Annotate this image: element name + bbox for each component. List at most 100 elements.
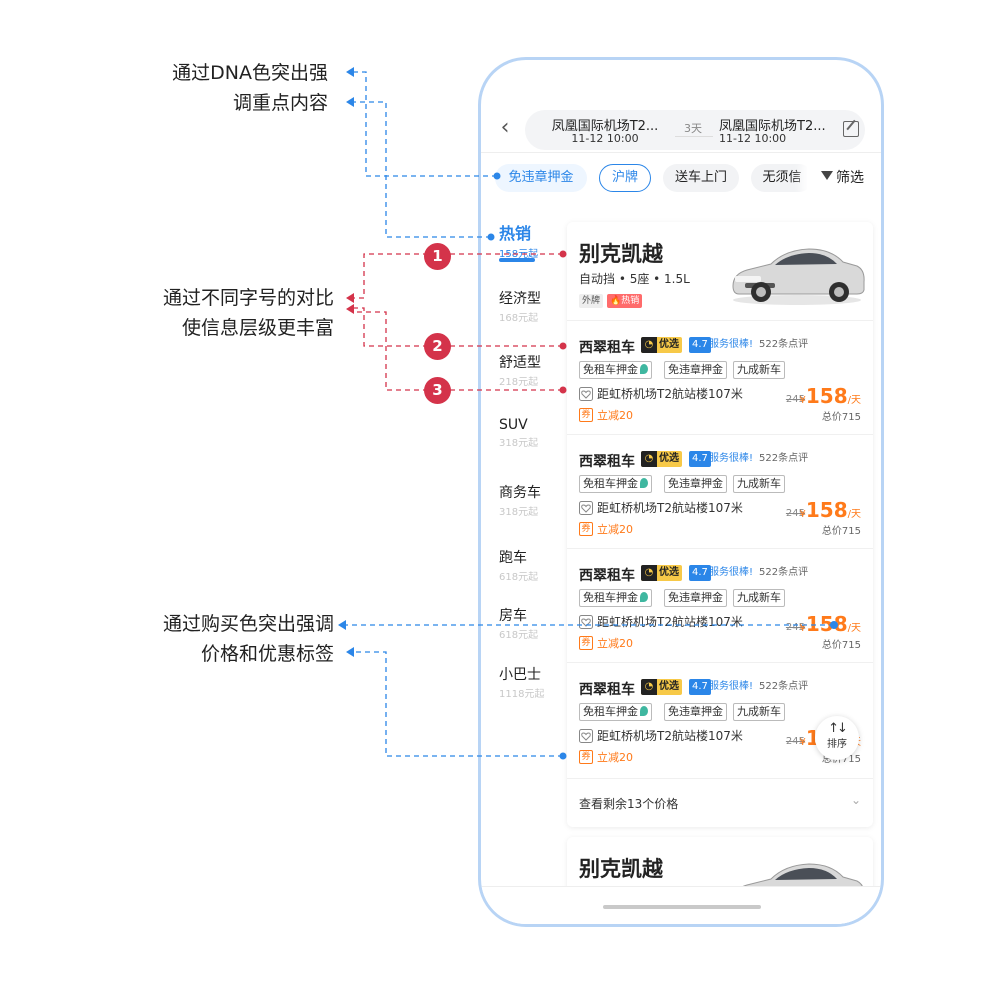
coupon-text: 立减20 xyxy=(597,637,633,650)
filter-chip-deposit[interactable]: 免违章押金 xyxy=(495,164,587,192)
category-comfort[interactable]: 舒适型 218元起 xyxy=(499,352,563,388)
feature-tag: 免租车押金 xyxy=(579,589,652,607)
preferred-badge-label: 优选 xyxy=(659,453,679,464)
car-name: 别克凯越 xyxy=(579,242,663,266)
location-text: 距虹桥机场T2航站楼107米 xyxy=(597,387,743,401)
hot-tag-label: 热销 xyxy=(621,296,640,306)
category-name: 小巴士 xyxy=(499,667,541,683)
category-price: 618元起 xyxy=(499,572,539,583)
filter-label: 筛选 xyxy=(836,170,864,186)
phone-frame: ‹ 凤凰国际机场T2... 11-12 10:00 3天 凤凰国际机场T2...… xyxy=(478,57,884,927)
funnel-icon xyxy=(821,171,833,183)
preferred-icon: ◔ xyxy=(641,451,657,467)
category-minibus[interactable]: 小巴士 1118元起 xyxy=(499,664,563,700)
rating-score: 4.7 xyxy=(689,565,711,581)
location-text: 距虹桥机场T2航站楼107米 xyxy=(597,501,743,515)
edit-icon[interactable] xyxy=(843,121,859,137)
category-price: 318元起 xyxy=(499,507,539,518)
more-prices-row[interactable]: 查看剩余13个价格 ⌄ xyxy=(567,778,873,824)
vendor-row[interactable]: 西翠租车 ◔优选 4.7 服务很棒! 522条点评 免租车押金 免违章押金 九成… xyxy=(567,548,873,662)
feature-tag: 免违章押金 xyxy=(664,589,727,607)
category-suv[interactable]: SUV 318元起 xyxy=(499,417,563,449)
review-count: 522条点评 xyxy=(759,453,809,464)
car-header[interactable]: 别克凯越 自动挡 • 5座 • 1.5L 外牌 🔥热销 xyxy=(567,222,873,320)
sort-label: 排序 xyxy=(827,739,847,750)
heart-icon xyxy=(579,615,593,629)
category-price: 618元起 xyxy=(499,630,539,641)
vendor-row[interactable]: 西翠租车 ◔优选 4.7 服务很棒! 522条点评 免租车押金 免违章押金 九成… xyxy=(567,434,873,548)
total-price: 总价715 xyxy=(821,640,861,651)
category-sports[interactable]: 跑车 618元起 xyxy=(499,547,563,583)
daily-price: ¥158/天 xyxy=(800,384,862,408)
annotation-badge-1: 1 xyxy=(424,243,451,270)
filter-chip-plate[interactable]: 沪牌 xyxy=(599,164,651,192)
coupon-icon: 券 xyxy=(579,522,593,536)
filter-chip-credit[interactable]: 无须信 xyxy=(751,164,813,192)
category-name: 经济型 xyxy=(499,291,541,307)
more-prices-label: 查看剩余13个价格 xyxy=(579,797,679,811)
flame-icon: 🔥 xyxy=(610,296,622,306)
route-bar: ‹ 凤凰国际机场T2... 11-12 10:00 3天 凤凰国际机场T2...… xyxy=(481,104,881,154)
price-currency: ¥ xyxy=(799,509,806,520)
leaf-icon xyxy=(640,364,648,374)
price-value: 158 xyxy=(805,498,848,522)
route-from: 凤凰国际机场T2... xyxy=(551,119,659,134)
category-active-indicator xyxy=(499,258,535,262)
annotation-font-line2: 使信息层级更丰富 xyxy=(181,317,334,339)
route-to-time: 11-12 10:00 xyxy=(719,132,787,145)
vendor-row[interactable]: 西翠租车 ◔优选 4.7 服务很棒! 522条点评 免租车押金 免违章押金 九成… xyxy=(567,320,873,434)
preferred-icon: ◔ xyxy=(641,337,657,353)
coupon-icon: 券 xyxy=(579,750,593,764)
category-name: 商务车 xyxy=(499,485,541,501)
leaf-icon xyxy=(640,478,648,488)
route-days: 3天 xyxy=(684,122,702,135)
feature-tag: 免租车押金 xyxy=(579,361,652,379)
review-count: 522条点评 xyxy=(759,681,809,692)
feature-tag-label: 免租车押金 xyxy=(583,705,638,718)
category-price: 318元起 xyxy=(499,438,539,449)
review-count: 522条点评 xyxy=(759,567,809,578)
sort-button[interactable]: ↑↓ 排序 xyxy=(815,716,859,760)
daily-price: ¥158/天 xyxy=(800,612,862,636)
coupon-icon: 券 xyxy=(579,636,593,650)
route-pill[interactable]: 凤凰国际机场T2... 11-12 10:00 3天 凤凰国际机场T2... 1… xyxy=(525,110,865,150)
feature-tag: 免违章押金 xyxy=(664,475,727,493)
price-value: 158 xyxy=(805,612,848,636)
rating-text: 服务很棒! xyxy=(709,339,754,350)
home-indicator xyxy=(603,905,761,909)
coupon-text: 立减20 xyxy=(597,409,633,422)
heart-icon xyxy=(579,501,593,515)
original-price: 245 xyxy=(785,394,805,405)
feature-tag: 免违章押金 xyxy=(664,361,727,379)
preferred-icon: ◔ xyxy=(641,679,657,695)
vendor-name: 西翠租车 xyxy=(579,682,635,698)
leaf-icon xyxy=(640,592,648,602)
location-text: 距虹桥机场T2航站楼107米 xyxy=(597,729,743,743)
category-business[interactable]: 商务车 318元起 xyxy=(499,482,563,518)
annotation-price-line1: 通过购买色突出强调 xyxy=(162,613,334,635)
feature-tag-label: 免租车押金 xyxy=(583,591,638,604)
rating-score: 4.7 xyxy=(689,337,711,353)
rating-score: 4.7 xyxy=(689,679,711,695)
category-rv[interactable]: 房车 618元起 xyxy=(499,605,563,641)
original-price: 245 xyxy=(785,508,805,519)
filter-button[interactable]: 筛选 xyxy=(807,160,881,196)
filter-bar: 免违章押金 沪牌 送车上门 无须信 筛选 xyxy=(481,160,881,196)
annotation-badge-3: 3 xyxy=(424,377,451,404)
category-name: 舒适型 xyxy=(499,355,541,371)
car-spec: 自动挡 • 5座 • 1.5L xyxy=(579,272,690,286)
original-price: 245 xyxy=(785,622,805,633)
chevron-left-icon[interactable]: ‹ xyxy=(500,115,510,140)
feature-tag: 九成新车 xyxy=(733,589,785,607)
preferred-badge: ◔优选 xyxy=(641,337,682,353)
annotation-price-line2: 价格和优惠标签 xyxy=(200,643,334,665)
filter-chip-delivery[interactable]: 送车上门 xyxy=(663,164,739,192)
annotation-dna-line1: 通过DNA色突出强 xyxy=(172,62,328,84)
bottom-bar xyxy=(481,886,881,924)
category-hot[interactable]: 热销 158元起 xyxy=(499,220,563,262)
feature-tag: 九成新车 xyxy=(733,703,785,721)
vendor-name: 西翠租车 xyxy=(579,454,635,470)
category-economy[interactable]: 经济型 168元起 xyxy=(499,288,563,324)
route-to: 凤凰国际机场T2... xyxy=(719,119,826,134)
price-unit: /天 xyxy=(847,509,861,520)
